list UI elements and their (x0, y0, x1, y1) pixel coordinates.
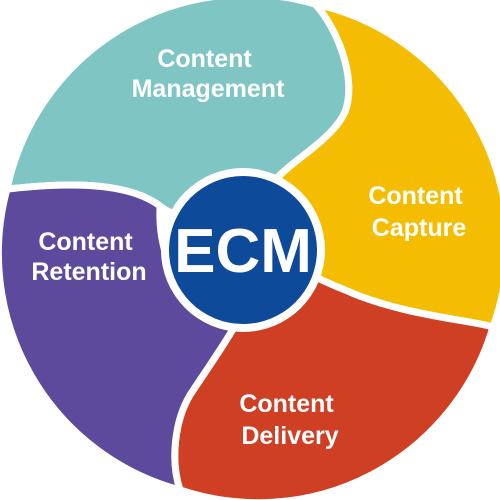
segment-content-retention (0, 181, 254, 494)
label-content-management: Content Management (132, 45, 285, 103)
center-label: ECM (174, 217, 312, 286)
center-circle (169, 176, 317, 324)
label-content-delivery: Content Delivery (239, 390, 340, 450)
label-content-capture: Content Capture (368, 182, 469, 242)
label-content-retention: Content Retention (31, 228, 146, 286)
